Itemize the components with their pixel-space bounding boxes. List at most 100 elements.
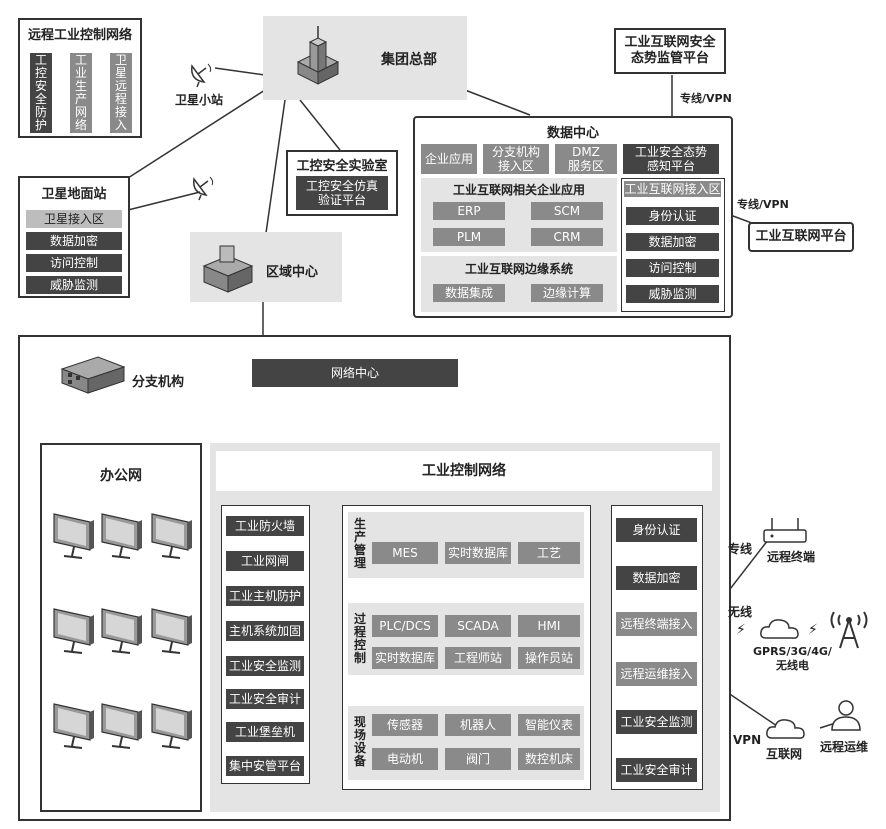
- fd-valve: 阀门: [445, 748, 511, 770]
- remote-terminal-label: 远程终端: [767, 550, 816, 564]
- ground-station-title: 卫星地面站: [41, 187, 107, 202]
- ics-security-audit: 工业安全审计: [226, 689, 304, 709]
- iiot-security-supervision-platform: 工业互联网安全 态势监管平台: [614, 28, 726, 74]
- ics-center: 生 产 管 理 MES 实时数据库 工艺 过 程 控 制 PLC/DCS SCA…: [342, 505, 591, 790]
- wireless-types-label: GPRS/3G/4G/ 无线电: [753, 645, 832, 672]
- remote-col-ics-security: 工 控 安 全 防 护: [30, 53, 52, 133]
- ra-security-monitoring: 工业安全监测: [616, 710, 697, 734]
- data-center: 数据中心 企业应用 分支机构 接入区 DMZ 服务区 工业安全态势 感知平台 工…: [413, 116, 733, 318]
- ics-lab-title: 工控安全实验室: [296, 159, 388, 174]
- prod-mes: MES: [372, 542, 438, 564]
- remote-industrial-network: 远程工业控制网络 工 控 安 全 防 护 工 业 生 产 网 络 卫 星 远 程…: [18, 18, 142, 138]
- ra-security-audit: 工业安全审计: [616, 758, 697, 782]
- ground-item-satellite-access: 卫星接入区: [26, 210, 122, 228]
- ics-central-management: 集中安管平台: [226, 756, 304, 776]
- dc-enterprise-apps: 企业应用: [421, 144, 477, 174]
- edge-computing: 边缘计算: [531, 284, 603, 302]
- dc-edge-systems: 工业互联网边缘系统 数据集成 边缘计算: [421, 256, 617, 312]
- dedicated-vpn-label-1: 专线/VPN: [680, 92, 732, 105]
- remote-col-production-network: 工 业 生 产 网 络: [70, 53, 92, 133]
- ics-security-devices: 工业防火墙 工业网闸 工业主机防护 主机系统加固 工业安全监测 工业安全审计 工…: [221, 505, 310, 784]
- regional-center: 区域中心: [190, 232, 342, 302]
- edge-title: 工业互联网边缘系统: [464, 262, 573, 276]
- ics-remote-access: 身份认证 数据加密 远程终端接入 远程运维接入 工业安全监测 工业安全审计: [611, 505, 703, 790]
- computer-monitor-icon: [151, 703, 192, 749]
- fd-cnc: 数控机床: [518, 748, 580, 770]
- ics-industrial-firewall: 工业防火墙: [226, 516, 304, 536]
- access-data-encryption: 数据加密: [626, 233, 719, 251]
- ground-item-data-encryption: 数据加密: [26, 232, 122, 250]
- antenna-icon: [830, 611, 868, 649]
- pc-operator-station: 操作员站: [518, 647, 580, 669]
- production-management: 生 产 管 理 MES 实时数据库 工艺: [348, 512, 584, 578]
- dedicated-line-label: 专线: [728, 542, 753, 556]
- dc-iiot-apps: 工业互联网相关企业应用 ERP SCM PLM CRM: [421, 178, 617, 252]
- access-threat-monitor: 威胁监测: [626, 285, 719, 303]
- pc-plc-dcs: PLC/DCS: [372, 615, 438, 637]
- regional-title: 区域中心: [266, 265, 319, 280]
- dc-iiot-access-zone: 工业互联网接入区 身份认证 数据加密 访问控制 威胁监测: [621, 178, 725, 312]
- dc-situational-awareness-platform: 工业安全态势 感知平台: [623, 144, 719, 174]
- remote-col-satellite-access: 卫 星 远 程 接 入: [110, 53, 132, 133]
- internet-label: 互联网: [766, 747, 803, 761]
- computer-monitor-icon: [53, 703, 94, 749]
- group-headquarters: 集团总部: [263, 16, 467, 100]
- user-icon: [831, 700, 861, 731]
- office-net-title: 办公网: [100, 468, 142, 484]
- ra-identity-auth: 身份认证: [616, 518, 697, 542]
- ics-simulation-platform: 工控安全仿真 验证平台: [296, 176, 388, 210]
- pc-engineer-station: 工程师站: [445, 647, 511, 669]
- ics-host-hardening: 主机系统加固: [226, 621, 304, 641]
- ground-item-threat-monitor: 威胁监测: [26, 276, 122, 294]
- remote-ops-label: 远程运维: [820, 740, 869, 754]
- field-devices-label: 现 场 设 备: [354, 715, 367, 768]
- dedicated-vpn-label-2: 专线/VPN: [737, 198, 789, 211]
- field-devices: 现 场 设 备 传感器 机器人 智能仪表 电动机 阀门 数控机床: [348, 706, 584, 780]
- cloud-icon-wireless: [760, 619, 799, 639]
- production-mgmt-label: 生 产 管 理: [354, 517, 367, 570]
- satellite-ground-station: 卫星地面站 卫星接入区 数据加密 访问控制 威胁监测: [18, 176, 130, 298]
- regional-building-icon: [202, 245, 254, 293]
- process-control-label: 过 程 控 制: [354, 612, 367, 665]
- network-center: 网络中心: [252, 359, 458, 387]
- cloud-icon-internet: [766, 719, 805, 739]
- computer-monitor-icon: [101, 703, 142, 749]
- pc-scada: SCADA: [445, 615, 511, 637]
- lightning-icon-1: ⚡: [736, 622, 746, 638]
- hq-title: 集团总部: [381, 52, 437, 68]
- app-crm: CRM: [531, 228, 603, 246]
- fd-motor: 电动机: [372, 748, 438, 770]
- computer-monitor-icon: [151, 513, 192, 559]
- wireless-label: 无线: [728, 605, 753, 619]
- building-icon: [296, 26, 340, 85]
- branch-title: 分支机构: [132, 375, 185, 390]
- ics-bastion-host: 工业堡垒机: [226, 722, 304, 742]
- computer-monitor-icon: [151, 608, 192, 654]
- ics-security-lab: 工控安全实验室 工控安全仿真 验证平台: [286, 150, 398, 216]
- pc-realtime-db: 实时数据库: [372, 647, 438, 669]
- iiot-platform: 工业互联网平台: [748, 222, 854, 252]
- ground-dish-icon: [193, 176, 214, 201]
- fd-smart-meter: 智能仪表: [518, 714, 580, 736]
- lightning-icon-2: ⚡: [808, 622, 818, 638]
- access-access-control: 访问控制: [626, 259, 719, 277]
- fd-sensor: 传感器: [372, 714, 438, 736]
- ics-security-monitoring: 工业安全监测: [226, 656, 304, 676]
- process-control: 过 程 控 制 PLC/DCS SCADA HMI 实时数据库 工程师站 操作员…: [348, 603, 584, 675]
- ground-item-access-control: 访问控制: [26, 254, 122, 272]
- iiot-apps-title: 工业互联网相关企业应用: [452, 183, 585, 197]
- vpn-label: VPN: [733, 733, 762, 747]
- satellite-small-station-label: 卫星小站: [175, 93, 224, 107]
- app-plm: PLM: [433, 228, 505, 246]
- computer-monitor-icon: [101, 513, 142, 559]
- edge-data-integration: 数据集成: [433, 284, 505, 302]
- data-center-title: 数据中心: [546, 126, 599, 141]
- fd-robot: 机器人: [445, 714, 511, 736]
- ra-remote-terminal-access: 远程终端接入: [616, 612, 697, 636]
- computer-monitor-icon: [53, 513, 94, 559]
- computer-monitor-icon: [101, 608, 142, 654]
- ra-data-encryption: 数据加密: [616, 566, 697, 590]
- dc-dmz-zone: DMZ 服务区: [555, 144, 617, 174]
- satellite-dish-icon: [191, 63, 212, 88]
- router-icon: [763, 518, 807, 543]
